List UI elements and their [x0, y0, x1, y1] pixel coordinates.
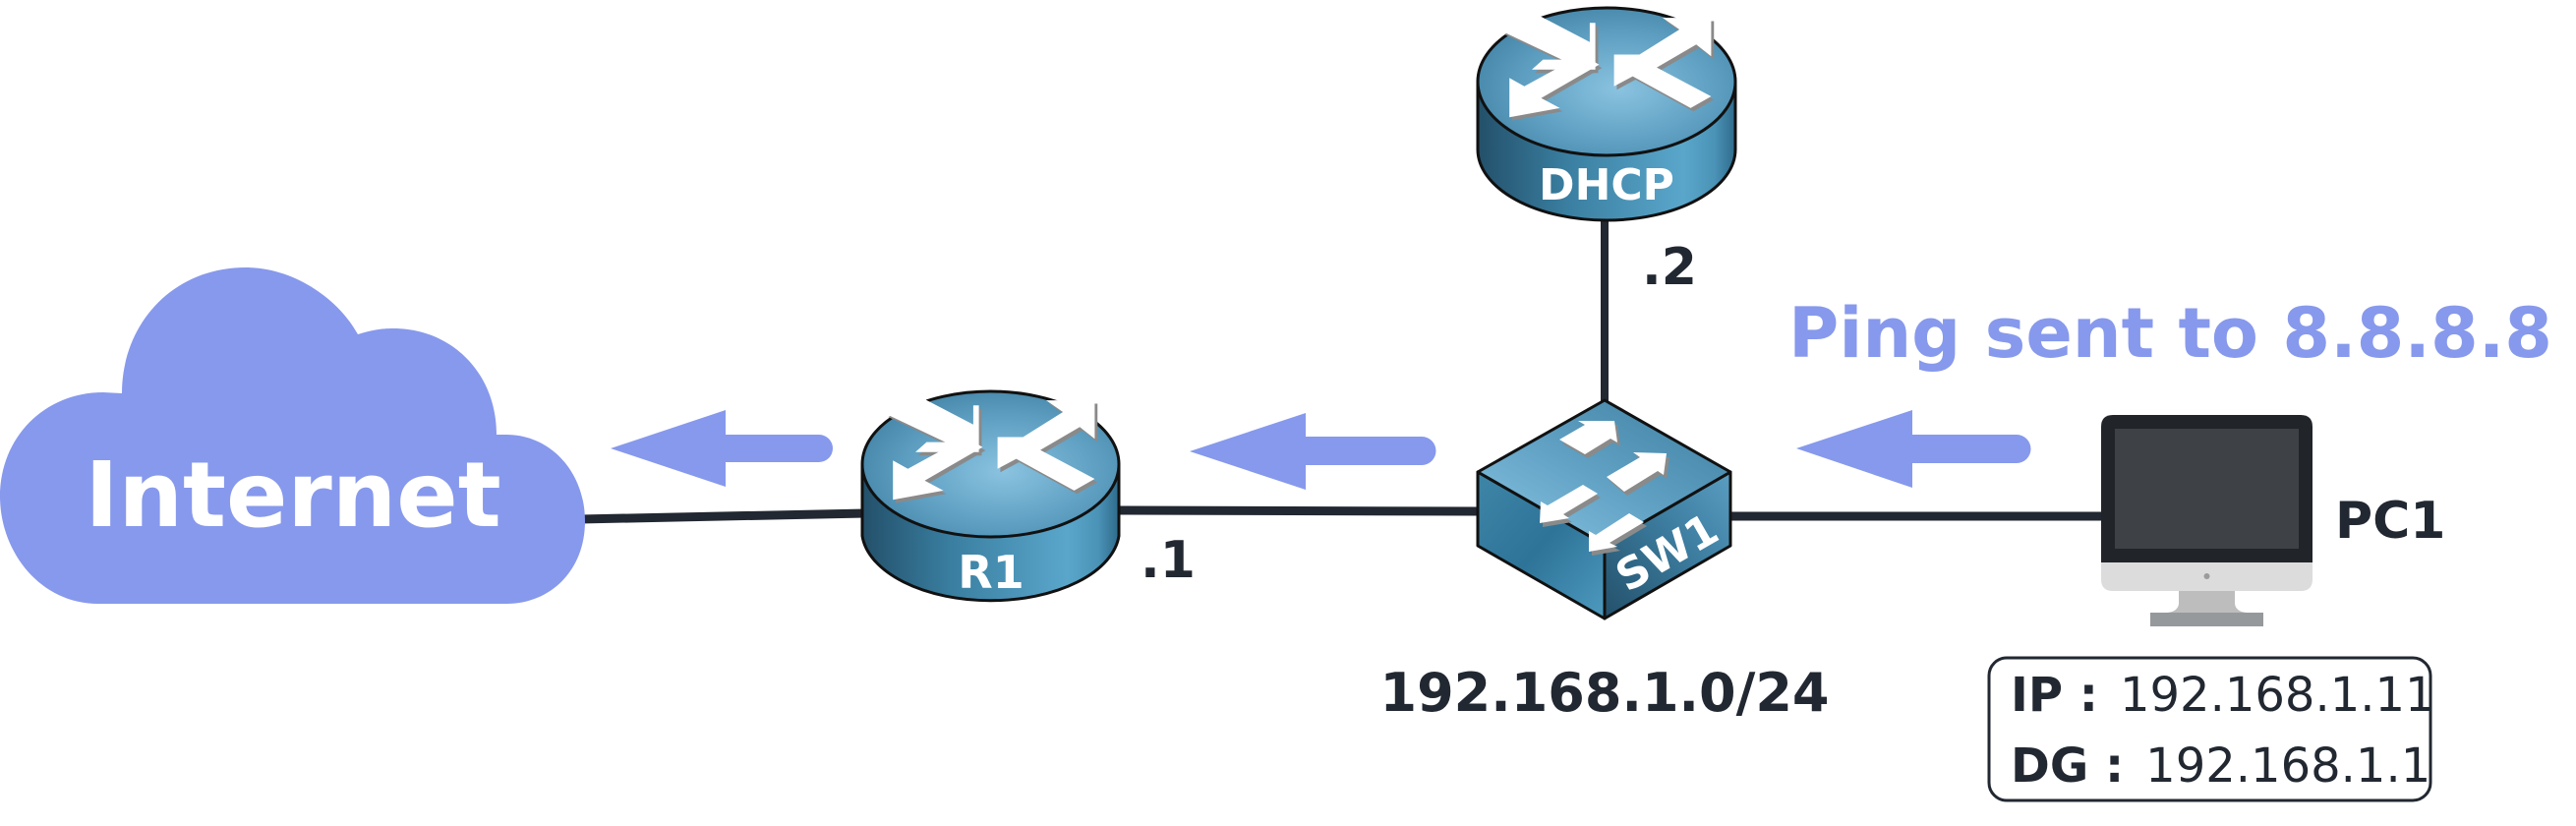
monitor-stand: [2167, 590, 2247, 613]
arrow-left-icon: [1796, 410, 2017, 488]
router-dhcp[interactable]: DHCP: [1476, 6, 1737, 222]
dg-key: DG :: [2011, 738, 2124, 794]
router-r1[interactable]: R1: [860, 389, 1121, 603]
arrow-tail: [2002, 435, 2031, 463]
dhcp-label: DHCP: [1539, 160, 1674, 210]
arrow-tail: [805, 435, 833, 462]
pc-pc1[interactable]: PC1: [2101, 415, 2445, 626]
pc1-label: PC1: [2335, 492, 2445, 551]
cloud-icon: [0, 267, 585, 604]
dhcp-interface-ip: .2: [1642, 238, 1697, 297]
ip-value: 192.168.1.11: [2120, 668, 2435, 723]
flow-arrows: [611, 410, 2031, 490]
ip-key: IP :: [2011, 668, 2098, 723]
link-internet-r1: [579, 508, 866, 524]
ip-row: IP : 192.168.1.11: [2011, 668, 2435, 723]
flow-arrow-r1-to-internet: [611, 410, 833, 487]
dg-row: DG : 192.168.1.1: [2011, 738, 2430, 794]
link-r1-sw1: [1115, 505, 1481, 516]
monitor-base: [2150, 613, 2263, 626]
internet-cloud[interactable]: Internet: [0, 267, 585, 604]
monitor-led: [2203, 573, 2210, 579]
links: [579, 218, 2104, 524]
ping-title: Ping sent to 8.8.8.8: [1788, 293, 2552, 374]
flow-arrow-pc1-to-sw1: [1796, 410, 2031, 488]
switch-arrows-icon: [1540, 421, 1669, 556]
monitor-icon: [2101, 415, 2313, 626]
internet-label: Internet: [85, 442, 500, 548]
flow-arrow-sw1-to-r1: [1190, 413, 1436, 490]
arrow-left-icon: [1190, 413, 1422, 490]
switch-sw1[interactable]: SW1: [1476, 398, 1732, 620]
monitor-screen: [2115, 429, 2299, 549]
arrow-tail: [1407, 437, 1436, 465]
arrow-left-icon: [611, 410, 819, 487]
r1-interface-ip: .1: [1141, 531, 1196, 590]
info-box-border: [1987, 656, 2432, 802]
r1-label: R1: [958, 546, 1024, 599]
pc1-ip-info-box: IP : 192.168.1.11 DG : 192.168.1.1: [1987, 656, 2435, 802]
subnet-label: 192.168.1.0/24: [1380, 662, 1830, 724]
dg-value: 192.168.1.1: [2145, 738, 2430, 794]
